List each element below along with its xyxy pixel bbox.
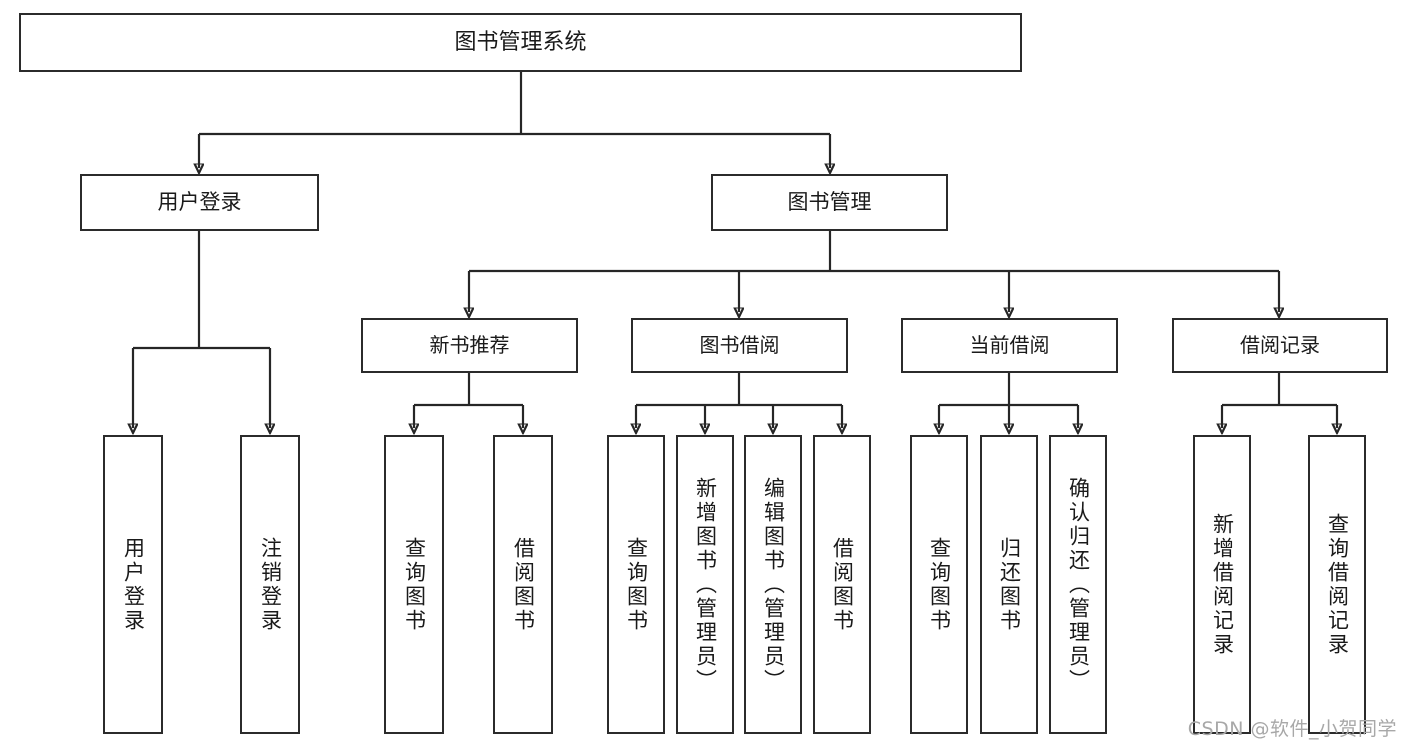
leaf-current-borrow-query[interactable]: 查询图书: [910, 435, 968, 734]
node-label: 借阅图书: [511, 536, 536, 633]
node-label: 确认归还（管理员）: [1066, 476, 1091, 693]
node-label: 用户登录: [121, 536, 146, 633]
node-label: 图书管理: [787, 190, 872, 215]
node-label: 查询图书: [402, 536, 427, 633]
leaf-user-login-signout[interactable]: 注销登录: [240, 435, 300, 734]
node-label: 查询借阅记录: [1325, 512, 1350, 657]
node-label: 用户登录: [157, 190, 242, 215]
node-label: 新增借阅记录: [1210, 512, 1235, 657]
node-book-borrow[interactable]: 图书借阅: [631, 318, 848, 373]
leaf-user-login-signin[interactable]: 用户登录: [103, 435, 163, 734]
node-label: 编辑图书（管理员）: [761, 476, 786, 693]
leaf-book-borrow-edit[interactable]: 编辑图书（管理员）: [744, 435, 802, 734]
leaf-book-borrow-lend[interactable]: 借阅图书: [813, 435, 871, 734]
leaf-new-book-borrow[interactable]: 借阅图书: [493, 435, 553, 734]
leaf-borrow-record-add[interactable]: 新增借阅记录: [1193, 435, 1251, 734]
leaf-new-book-query[interactable]: 查询图书: [384, 435, 444, 734]
node-label: 归还图书: [997, 536, 1022, 633]
leaf-book-borrow-add[interactable]: 新增图书（管理员）: [676, 435, 734, 734]
leaf-book-borrow-query[interactable]: 查询图书: [607, 435, 665, 734]
leaf-current-borrow-confirm-return[interactable]: 确认归还（管理员）: [1049, 435, 1107, 734]
node-label: 新增图书（管理员）: [693, 476, 718, 693]
csdn-watermark: CSDN @软件_小贺同学: [1187, 718, 1397, 740]
node-label: 图书借阅: [699, 332, 780, 357]
node-borrow-record[interactable]: 借阅记录: [1172, 318, 1388, 373]
node-label: 当前借阅: [969, 332, 1050, 357]
node-current-borrow[interactable]: 当前借阅: [901, 318, 1118, 373]
node-label: 查询图书: [927, 536, 952, 633]
node-label: 借阅记录: [1240, 332, 1320, 357]
node-label: 图书管理系统: [454, 29, 587, 55]
leaf-current-borrow-return[interactable]: 归还图书: [980, 435, 1038, 734]
node-new-book-recommend[interactable]: 新书推荐: [361, 318, 578, 373]
node-book-management[interactable]: 图书管理: [711, 174, 948, 231]
node-user-login[interactable]: 用户登录: [80, 174, 319, 231]
node-label: 借阅图书: [830, 536, 855, 633]
node-label: 新书推荐: [429, 332, 510, 357]
node-label: 注销登录: [258, 536, 283, 633]
node-root-system[interactable]: 图书管理系统: [19, 13, 1022, 72]
node-label: 查询图书: [624, 536, 649, 633]
leaf-borrow-record-query[interactable]: 查询借阅记录: [1308, 435, 1366, 734]
